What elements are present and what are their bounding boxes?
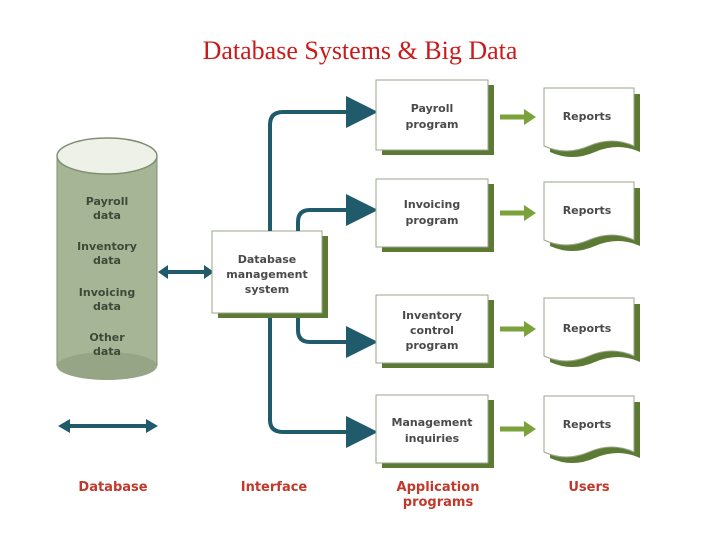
footer-application-label-line1: Application [397,480,480,495]
bottom-double-arrow [58,419,158,433]
program-management-line2: inquiries [405,432,460,445]
program-invoicing-line2: program [405,214,458,227]
program-invoicing-line1: Invoicing [404,198,460,211]
db-item-invoicing-line2: data [93,300,121,313]
slide-title: Database Systems & Big Data [202,36,518,65]
dbms-label-line2: management [226,268,308,281]
report-doc-1: Reports [543,87,640,157]
dbms-box: Database management system [211,230,328,318]
program-management-line1: Management [392,416,473,429]
db-item-payroll-line2: data [93,209,121,222]
program-payroll-line2: program [405,118,458,131]
footer-interface-label: Interface [241,480,308,495]
report-doc-2: Reports [543,181,640,251]
program-box-invoicing: Invoicing program [375,178,494,252]
program-inventory-line3: program [405,339,458,352]
footer-database-label: Database [78,480,147,495]
green-arrow-1 [500,109,536,125]
footer-application-label-line2: programs [403,495,474,510]
program-box-inventory-control: Inventory control program [375,294,494,368]
program-inventory-line2: control [410,324,454,337]
program-box-payroll: Payroll program [375,79,494,155]
report-label-1: Reports [563,110,612,123]
db-item-inventory-line1: Inventory [77,240,137,253]
db-item-payroll-line1: Payroll [86,195,129,208]
footer-users-label: Users [568,480,610,495]
dbms-label-line3: system [245,283,289,296]
report-label-3: Reports [563,322,612,335]
report-label-4: Reports [563,418,612,431]
green-arrow-2 [500,205,536,221]
green-arrow-3 [500,321,536,337]
db-item-inventory-line2: data [93,254,121,267]
report-doc-3: Reports [543,297,640,367]
green-arrow-4 [500,421,536,437]
db-item-other-line2: data [93,345,121,358]
database-cylinder: Payroll data Inventory data Invoicing da… [56,137,158,380]
db-item-other-line1: Other [89,331,125,344]
report-label-2: Reports [563,204,612,217]
program-payroll-line1: Payroll [411,102,454,115]
program-box-management-inquiries: Management inquiries [375,394,494,468]
report-doc-4: Reports [543,395,640,463]
db-item-invoicing-line1: Invoicing [79,286,135,299]
dbms-to-programs-arrows [268,96,378,448]
dbms-label-line1: Database [238,253,297,266]
programs-to-reports-arrows [500,109,536,437]
db-dbms-double-arrow [158,265,214,279]
program-inventory-line1: Inventory [402,309,462,322]
